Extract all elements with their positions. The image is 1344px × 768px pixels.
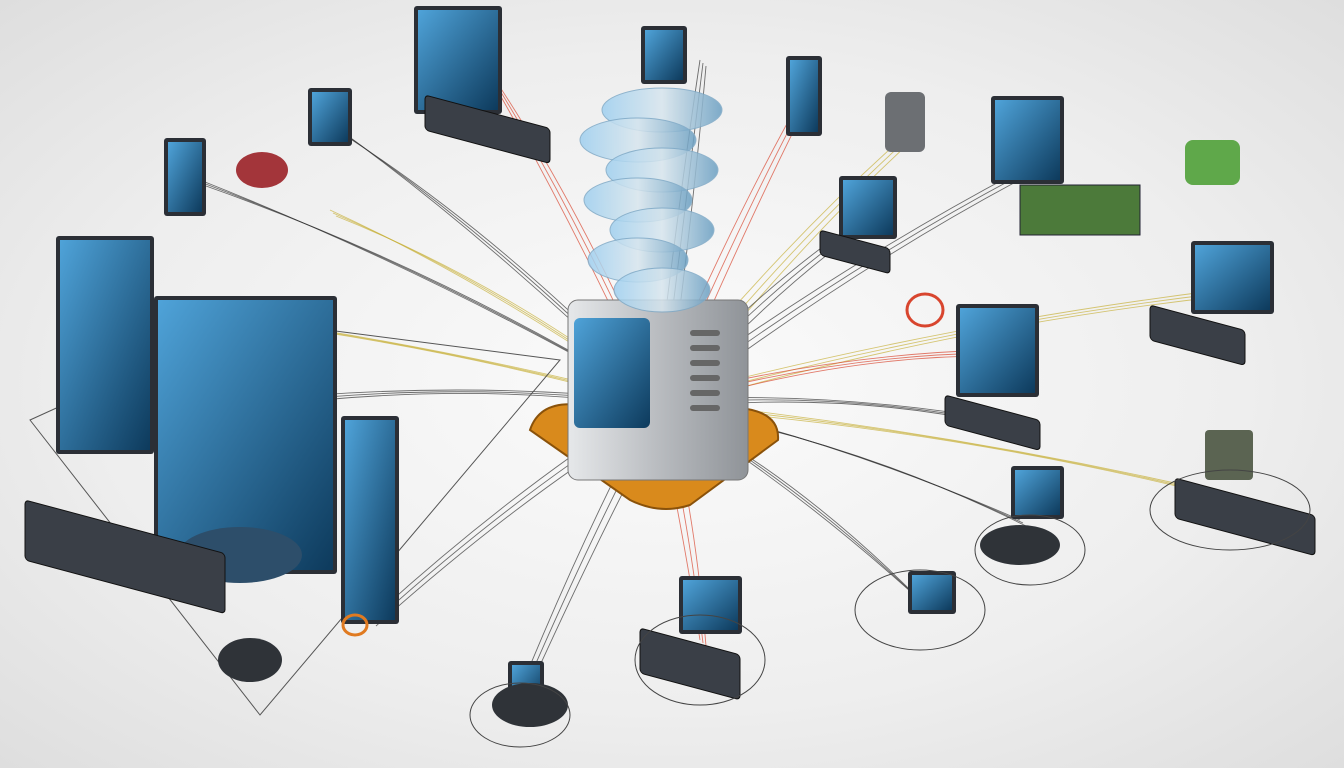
orange-connector: [341, 613, 369, 637]
monitor-screen: [645, 30, 683, 80]
server-screen: [574, 318, 650, 428]
device-base: [492, 683, 568, 727]
top-monitor: [414, 6, 502, 114]
device-ring: [469, 682, 571, 748]
monitor-screen: [345, 420, 395, 620]
right-tower: [1205, 430, 1253, 480]
tall-device: [786, 56, 822, 136]
monitor-screen: [790, 60, 818, 132]
monitor-screen: [158, 300, 333, 570]
keyboard-body: [819, 230, 891, 274]
phone-left: [164, 138, 206, 216]
small-right-monitor: [1011, 466, 1064, 519]
grey-device: [885, 92, 925, 152]
right-top-monitor: [991, 96, 1064, 184]
laptop-center-right: [839, 176, 897, 239]
right-laptop: [1191, 241, 1274, 314]
tablet-left: [308, 88, 352, 146]
keyboard-body: [944, 395, 1041, 451]
main-keyboard: [24, 500, 226, 614]
monitor-base: [980, 525, 1060, 565]
side-monitor: [341, 416, 399, 624]
device-ring: [1149, 469, 1311, 551]
monitor-screen: [1195, 245, 1270, 310]
laptop-keyboard: [819, 230, 891, 274]
main-monitor: [154, 296, 337, 574]
right-bottom-keyboard: [1174, 478, 1316, 556]
mouse-puck: [218, 638, 282, 682]
device-ring: [974, 514, 1086, 586]
bottom-center-keyboard: [639, 628, 741, 700]
top-keyboard: [424, 95, 551, 164]
monitor-screen: [1015, 470, 1060, 515]
red-device: [236, 152, 288, 188]
monitor-screen: [843, 180, 893, 235]
left-tower-monitor: [56, 236, 154, 454]
right-laptop-keyboard: [1149, 305, 1246, 366]
keyboard-body: [424, 95, 551, 164]
monitor-screen: [312, 92, 348, 142]
monitor-screen: [995, 100, 1060, 180]
circuit-board: [1019, 184, 1141, 236]
monitor-screen: [418, 10, 498, 110]
red-connector: [905, 292, 945, 328]
spiral-ring: [613, 267, 711, 313]
monitor-screen: [60, 240, 150, 450]
green-device: [1185, 140, 1240, 185]
monitor-screen: [683, 580, 738, 630]
keyboard-body: [24, 500, 226, 614]
server-vents: [690, 330, 720, 411]
top-center-device: [641, 26, 687, 84]
monitor-screen: [168, 142, 202, 212]
device-ring: [854, 569, 986, 651]
keyboard-body: [1149, 305, 1246, 366]
right-mid-monitor: [956, 304, 1039, 397]
bottom-right-laptop: [908, 571, 956, 614]
keyboard-body: [639, 628, 741, 700]
central-server: [528, 87, 780, 510]
data-spiral: [579, 87, 723, 313]
bottom-center-laptop: [679, 576, 742, 634]
monitor-screen: [960, 308, 1035, 393]
right-mid-keyboard: [944, 395, 1041, 451]
device-ring: [634, 614, 766, 706]
monitor-screen: [912, 575, 952, 610]
keyboard-body: [1174, 478, 1316, 556]
